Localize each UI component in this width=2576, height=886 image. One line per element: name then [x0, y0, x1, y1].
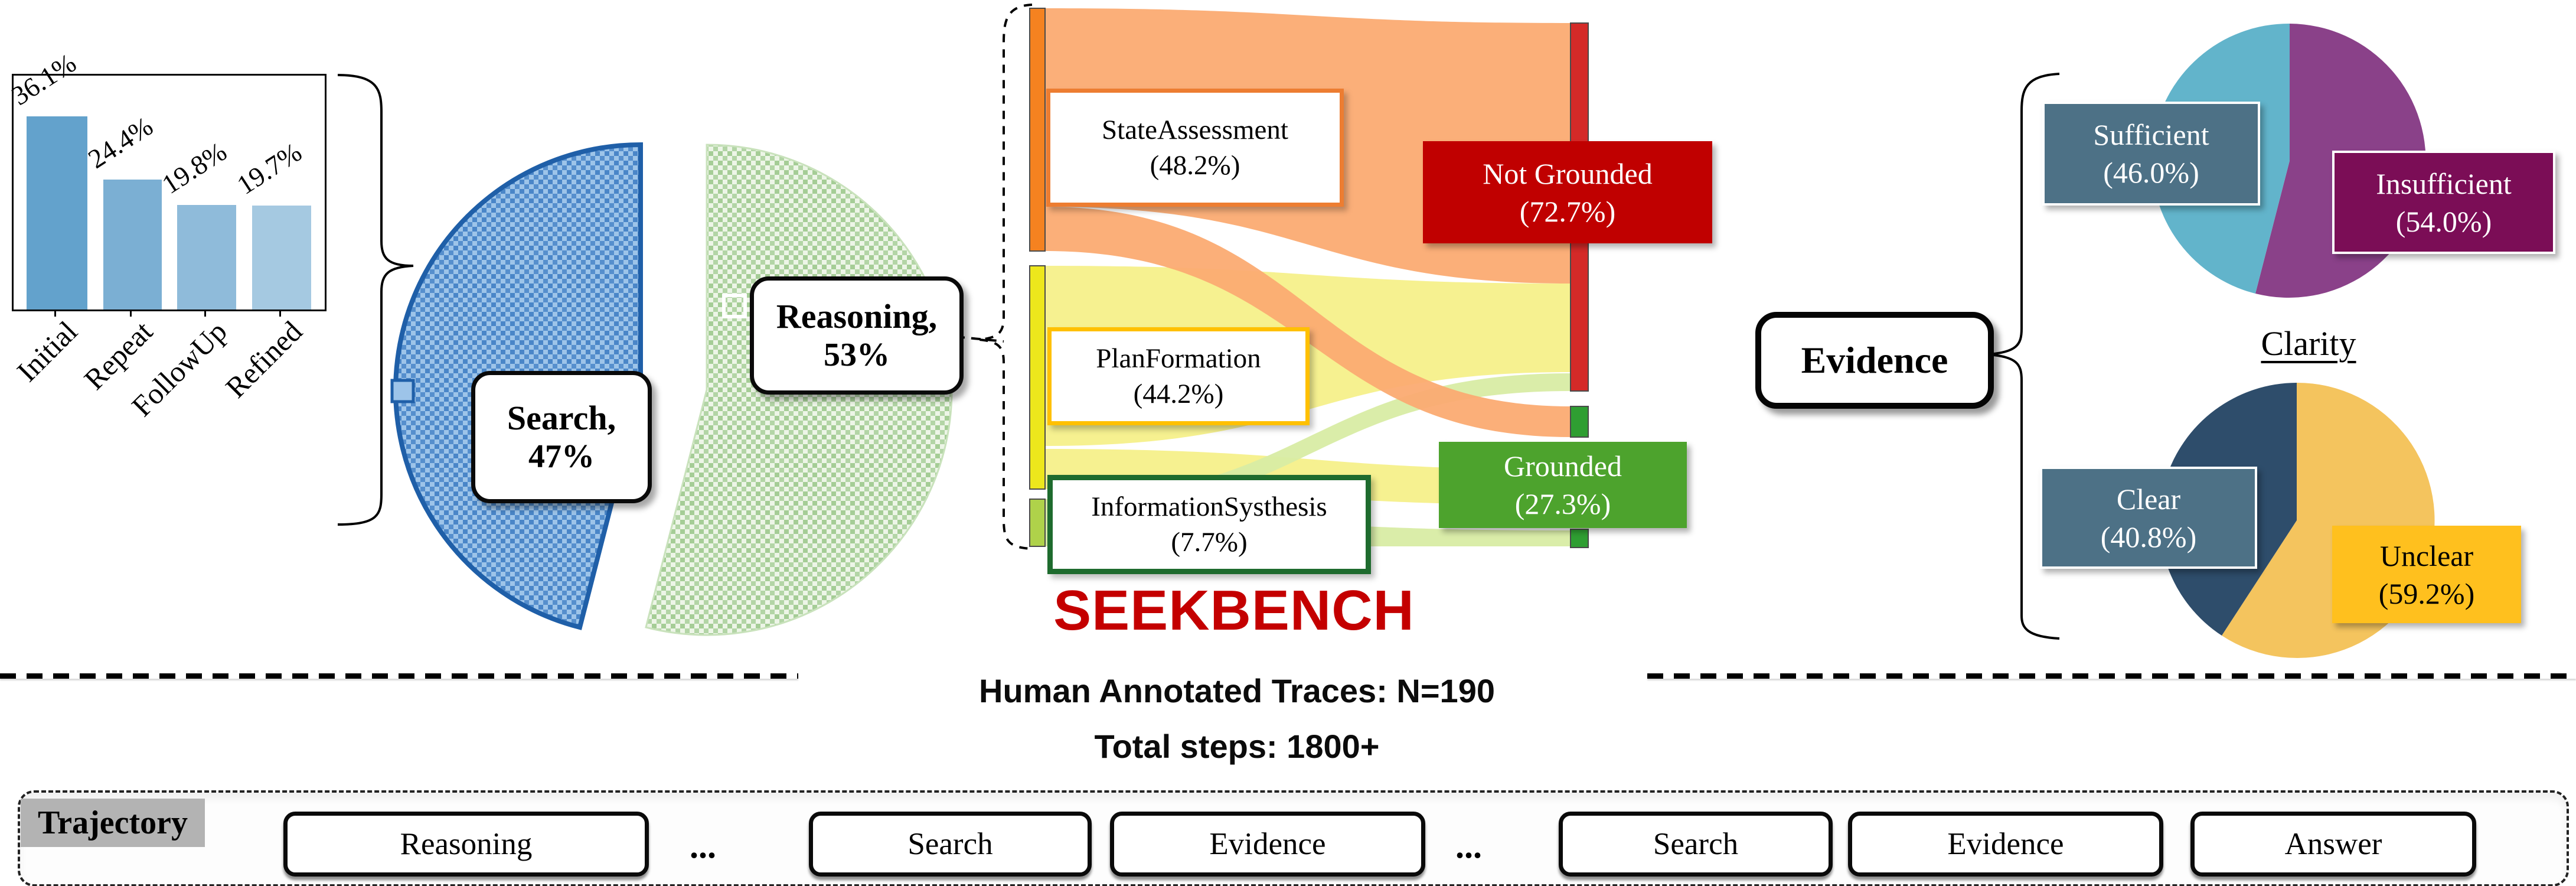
trajectory-ellipsis: ... [690, 826, 716, 865]
grounded-value: (27.3%) [1514, 487, 1611, 520]
insufficient-label-box[interactable]: Insufficient (54.0%) [2332, 151, 2555, 254]
step-search-2[interactable]: Search [1559, 812, 1833, 877]
left-divider [0, 673, 798, 679]
stats-traces: Human Annotated Traces: N=190 [979, 672, 1495, 709]
sufficient-value: (46.0%) [2103, 156, 2199, 189]
clear-name: Clear [2116, 482, 2181, 516]
clarity-title: Clarity [2261, 324, 2356, 363]
bar-initial[interactable] [27, 116, 87, 310]
informationsysthesis-value: (7.7%) [1171, 527, 1248, 558]
trajectory-label: Trajectory [21, 799, 205, 847]
informationsysthesis-label-box[interactable]: InformationSysthesis (7.7%) [1047, 475, 1371, 574]
search-label: Search, [507, 399, 616, 437]
unclear-value: (59.2%) [2378, 576, 2475, 610]
planformation-value: (44.2%) [1133, 379, 1224, 409]
stateassessment-label-box[interactable]: StateAssessment (48.2%) [1046, 89, 1344, 207]
flow-stateassessment-grounded [1045, 207, 1571, 437]
search-anchor-square [390, 379, 415, 403]
node-planformation[interactable] [1029, 265, 1046, 490]
sufficient-label-box[interactable]: Sufficient (46.0%) [2042, 102, 2260, 206]
step-label: Search [907, 827, 993, 861]
insufficient-value: (54.0%) [2395, 204, 2492, 238]
notgrounded-value: (72.7%) [1519, 194, 1616, 228]
search-value: 47% [528, 438, 595, 475]
grounded-label-box[interactable]: Grounded (27.3%) [1439, 442, 1687, 528]
step-evidence-2[interactable]: Evidence [1848, 812, 2163, 877]
trajectory-label-text: Trajectory [38, 804, 188, 841]
step-label: Evidence [1947, 827, 2064, 861]
figure-title: SEEKBENCH [1053, 579, 1415, 642]
step-answer[interactable]: Answer [2190, 812, 2476, 877]
reasoning-callout[interactable]: Reasoning, 53% [750, 276, 964, 395]
stateassessment-value: (48.2%) [1150, 150, 1240, 181]
axis-tick [54, 310, 56, 317]
bar-followup[interactable] [177, 205, 236, 310]
step-label: Evidence [1209, 827, 1326, 861]
reasoning-value: 53% [824, 337, 890, 373]
clear-label-box[interactable]: Clear (40.8%) [2040, 467, 2257, 569]
unclear-label-box[interactable]: Unclear (59.2%) [2332, 526, 2521, 623]
node-grounded-upper[interactable] [1570, 406, 1589, 438]
axis-tick [204, 310, 206, 317]
step-search-1[interactable]: Search [809, 812, 1092, 877]
grounded-name: Grounded [1504, 449, 1622, 483]
notgrounded-name: Not Grounded [1483, 157, 1653, 190]
node-informationsysthesis[interactable] [1029, 499, 1046, 547]
node-grounded-lower[interactable] [1570, 529, 1589, 548]
step-label: Answer [2284, 827, 2382, 861]
unclear-name: Unclear [2379, 539, 2474, 572]
evidence-box[interactable]: Evidence [1755, 312, 1994, 409]
notgrounded-label-box[interactable]: Not Grounded (72.7%) [1423, 141, 1712, 243]
search-callout[interactable]: Search, 47% [471, 371, 652, 503]
step-reasoning[interactable]: Reasoning [283, 812, 649, 877]
step-evidence-1[interactable]: Evidence [1110, 812, 1425, 877]
trajectory-ellipsis: ... [1455, 826, 1482, 865]
informationsysthesis-name: InformationSysthesis [1091, 491, 1327, 522]
bar-chart-panel [12, 74, 327, 311]
stats-steps: Total steps: 1800+ [1094, 728, 1380, 765]
sankey-brace [978, 4, 1033, 550]
axis-tick [130, 310, 132, 317]
node-stateassessment[interactable] [1029, 8, 1046, 252]
bar-chart-brace [337, 74, 414, 526]
reasoning-anchor-square [722, 294, 747, 318]
right-divider [1647, 673, 2576, 679]
stateassessment-name: StateAssessment [1102, 115, 1288, 145]
step-label: Reasoning [400, 827, 533, 861]
evidence-label: Evidence [1801, 339, 1948, 381]
insufficient-name: Insufficient [2376, 167, 2512, 200]
sufficient-name: Sufficient [2093, 118, 2209, 151]
planformation-name: PlanFormation [1096, 343, 1261, 374]
step-label: Search [1653, 827, 1739, 861]
axis-tick [279, 310, 281, 317]
planformation-label-box[interactable]: PlanFormation (44.2%) [1047, 327, 1310, 425]
bar-refined[interactable] [252, 206, 311, 310]
reasoning-label: Reasoning, [776, 297, 938, 335]
bar-repeat[interactable] [103, 180, 162, 310]
clear-value: (40.8%) [2100, 520, 2197, 553]
flow-informationsysthesis-notgrounded [1045, 373, 1571, 517]
